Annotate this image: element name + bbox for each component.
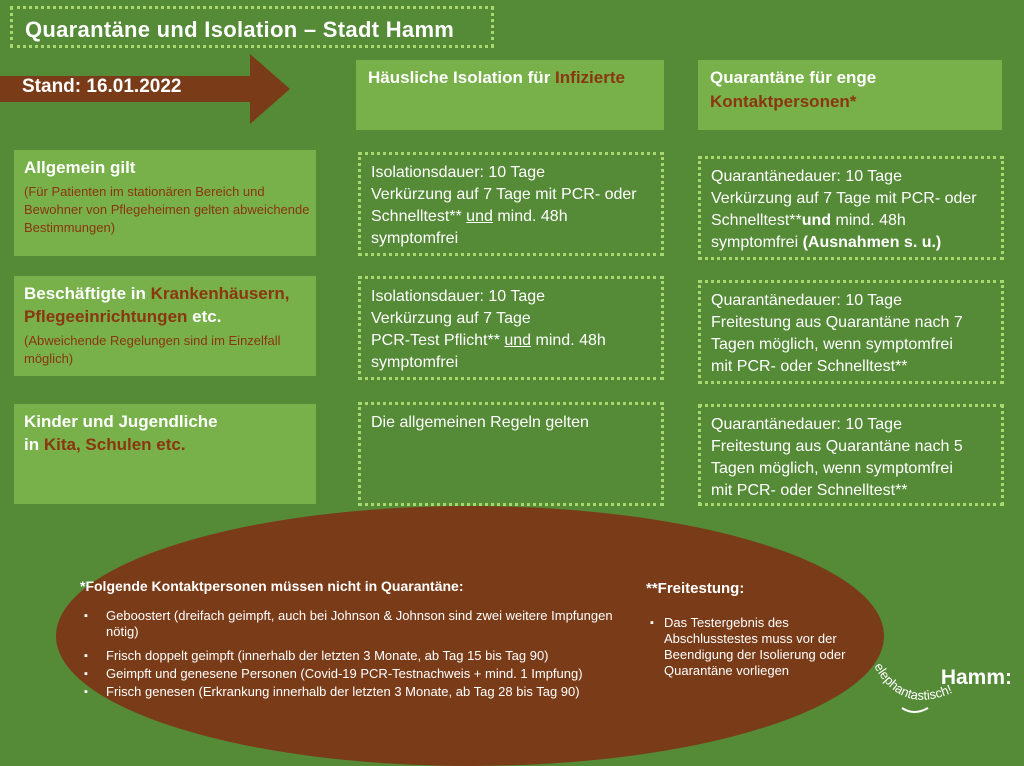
list-item: Frisch doppelt geimpft (innerhalb der le… [80,648,620,664]
elephantastisch-logo: elephantastisch! [871,660,954,713]
column-header-isolation: Häusliche Isolation für Infizierte [356,60,664,130]
stand-arrow [0,54,290,124]
kontakt-footnote-title: *Folgende Kontaktpersonen müssen nicht i… [80,578,464,594]
cell-allgemein-quarantine: Quarantänedauer: 10 Tage Verkürzung auf … [698,156,1004,260]
page-title: Quarantäne und Isolation – Stadt Hamm [10,6,494,48]
hamm-logo: Hamm: [940,666,1012,689]
row-label-beschaeftigte: Beschäftigte in Krankenhäusern, Pflegeei… [14,276,316,376]
kontakt-list: Geboostert (dreifach geimpft, auch bei J… [80,608,620,700]
list-item: Frisch genesen (Erkrankung innerhalb der… [80,684,620,700]
cell-allgemein-isolation: Isolationsdauer: 10 Tage Verkürzung auf … [358,152,664,256]
kontakt-footnote: *Folgende Kontaktpersonen müssen nicht i… [80,578,620,702]
cell-beschaeftigte-quarantine: Quarantänedauer: 10 Tage Freitestung aus… [698,280,1004,384]
stand-date: Stand: 16.01.2022 [22,76,182,97]
list-item: Geboostert (dreifach geimpft, auch bei J… [80,608,620,640]
row-label-allgemein: Allgemein gilt (Für Patienten im station… [14,150,316,256]
list-item: Das Testergebnis des Abschlusstestes mus… [646,615,876,679]
freitestung-footnote: **Freitestung: Das Testergebnis des Absc… [646,580,876,681]
column-header-quarantine: Quarantäne für enge Kontaktpersonen* [698,60,1002,130]
cell-kinder-isolation: Die allgemeinen Regeln gelten [358,402,664,506]
cell-beschaeftigte-isolation: Isolationsdauer: 10 Tage Verkürzung auf … [358,276,664,380]
row-label-kinder: Kinder und Jugendliche in Kita, Schulen … [14,404,316,504]
cell-kinder-quarantine: Quarantänedauer: 10 Tage Freitestung aus… [698,404,1004,506]
list-item: Geimpft und genesene Personen (Covid-19 … [80,666,620,682]
freitestung-title: **Freitestung: [646,580,745,597]
